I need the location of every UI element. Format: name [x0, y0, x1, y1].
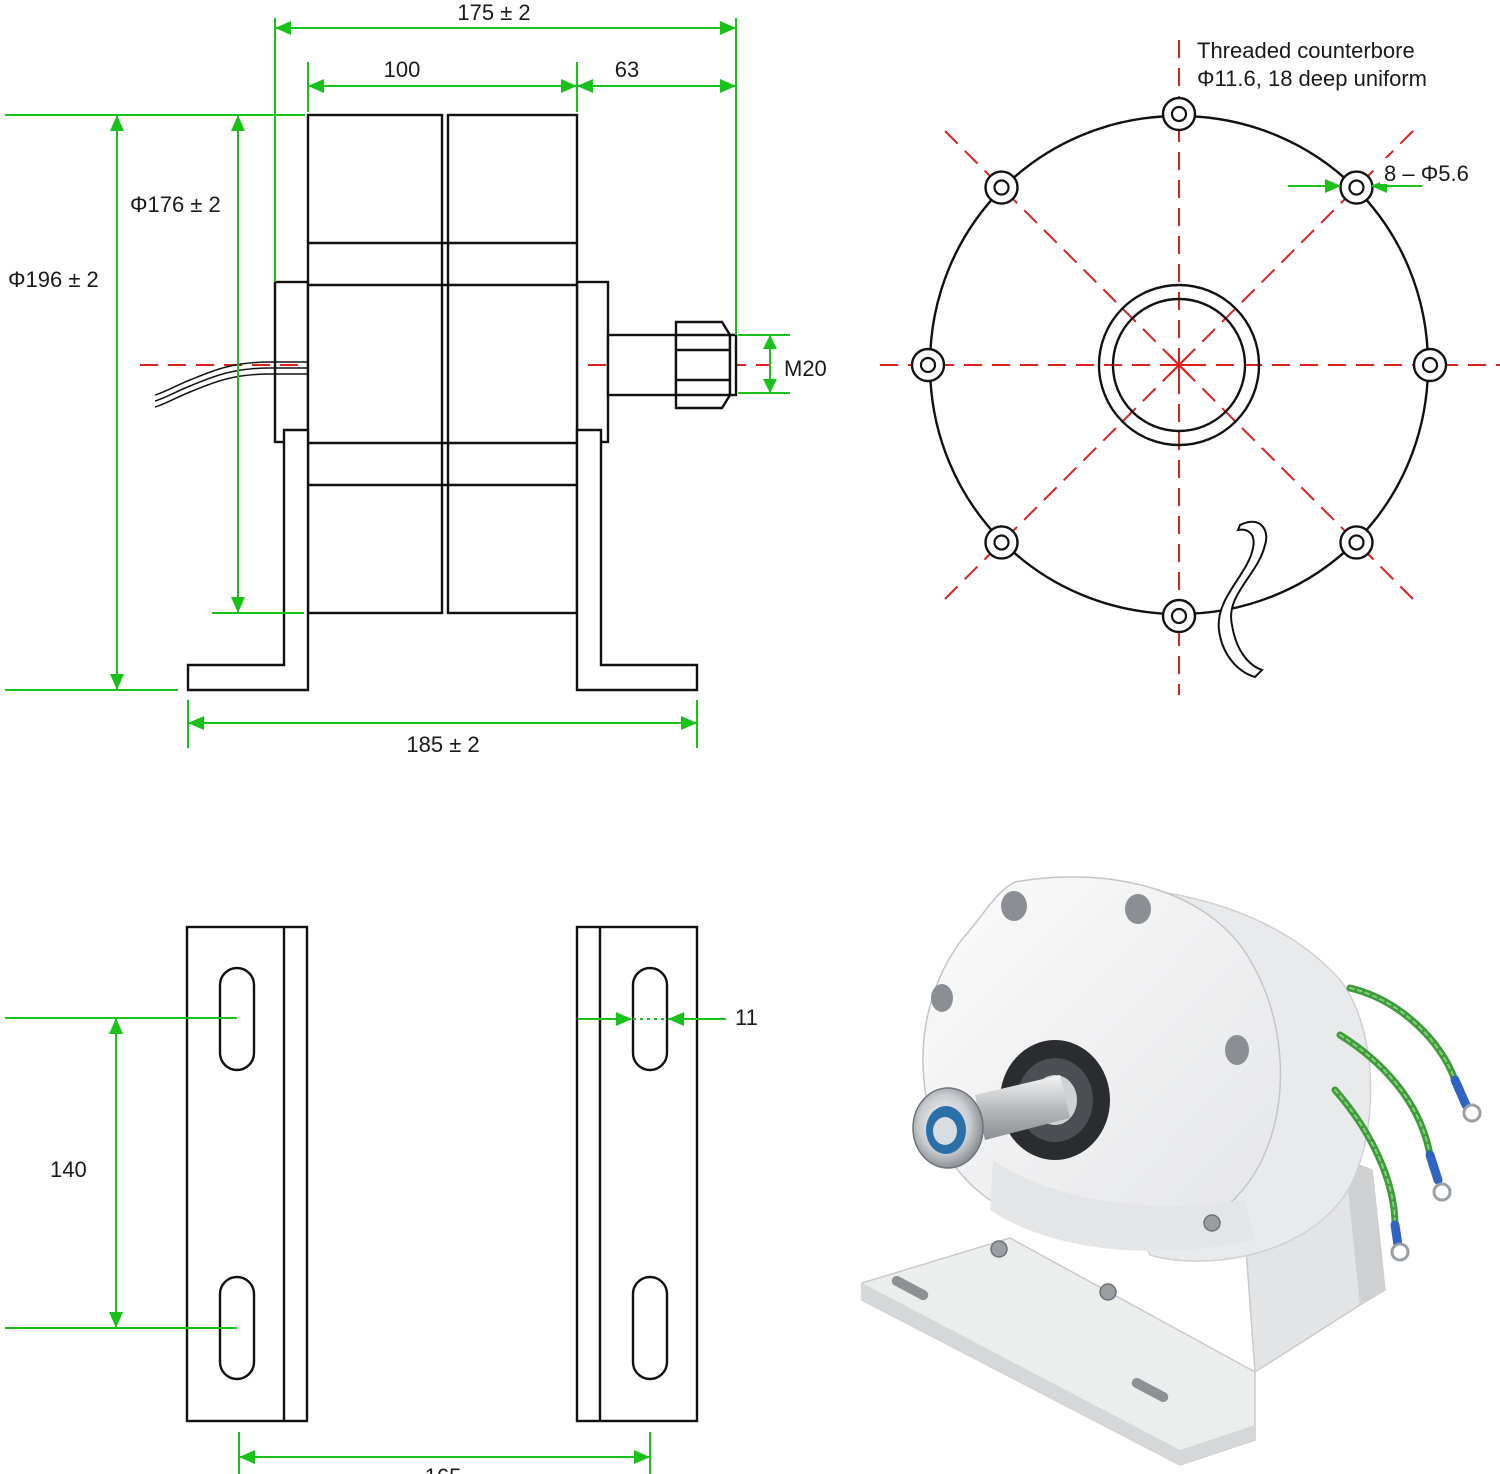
dim-base-width: 185 ± 2: [406, 732, 479, 757]
bolt-hole: [1170, 607, 1188, 625]
photo-base-plate: [861, 1237, 1256, 1466]
bolt-hole: [1170, 105, 1188, 123]
central-hub-outer: [1097, 283, 1261, 447]
photo-shaft: [975, 1075, 1070, 1140]
front-flange: [575, 280, 610, 444]
dim-overall-length: 175 ± 2: [457, 0, 530, 25]
bolt-hole: [1348, 534, 1365, 551]
mount-foot-right: [575, 428, 699, 692]
central-hub-inner: [1111, 297, 1247, 433]
dim-outer-diameter: Φ196 ± 2: [8, 267, 99, 292]
generator-photo: [861, 876, 1482, 1466]
dim-slot-width: 11: [735, 1005, 758, 1030]
bolt-hole: [919, 356, 937, 374]
bolt-hole: [993, 534, 1010, 551]
photo-housing-front: [922, 876, 1282, 1241]
dim-body-length: 100: [384, 57, 421, 82]
bolt-hole-boss: [910, 347, 946, 383]
mount-foot-left: [186, 428, 310, 692]
side-view: 175 ± 2 100 63 Φ196 ± 2 Φ176 ± 2 M20: [5, 0, 827, 757]
bolt-hole-boss: [1161, 96, 1197, 132]
bolt-hole-boss: [984, 170, 1019, 205]
bracket-view: 140 11 165: [5, 925, 758, 1474]
photo-wires: [1331, 984, 1482, 1262]
dim-inner-diameter: Φ176 ± 2: [130, 192, 221, 217]
bolt-hole-boss: [1412, 347, 1448, 383]
shaft: [606, 333, 678, 397]
dim-slot-spacing: 140: [50, 1157, 87, 1182]
slot-right-bottom: [631, 1275, 669, 1381]
dim-shaft-length: 63: [615, 57, 639, 82]
dim-holes: 8 – Φ5.6: [1384, 161, 1469, 186]
counterbore-note-line1: Threaded counterbore: [1197, 38, 1415, 63]
dim-bracket-spacing: 165: [425, 1464, 462, 1474]
bolt-hole-boss: [1339, 525, 1374, 560]
bolt-holes: [910, 96, 1448, 634]
bolt-hole-boss: [1161, 598, 1197, 634]
front-lead-wire: [1217, 520, 1268, 679]
center-mark: [1164, 350, 1194, 380]
bolt-hole: [1421, 356, 1439, 374]
shaft-thread-end: [728, 333, 738, 397]
stator-body-front: [446, 113, 579, 615]
bolt-hole: [1348, 179, 1365, 196]
stator-body-rear: [306, 113, 444, 615]
bolt-hole-boss: [984, 525, 1019, 560]
wire-lead: [154, 361, 308, 408]
bolt-hole: [993, 179, 1010, 196]
counterbore-note-line2: Φ11.6, 18 deep uniform: [1197, 66, 1427, 91]
bolt-hole-boss: [1339, 170, 1374, 205]
dim-thread: M20: [784, 356, 827, 381]
front-view: Threaded counterbore Φ11.6, 18 deep unif…: [880, 38, 1500, 695]
